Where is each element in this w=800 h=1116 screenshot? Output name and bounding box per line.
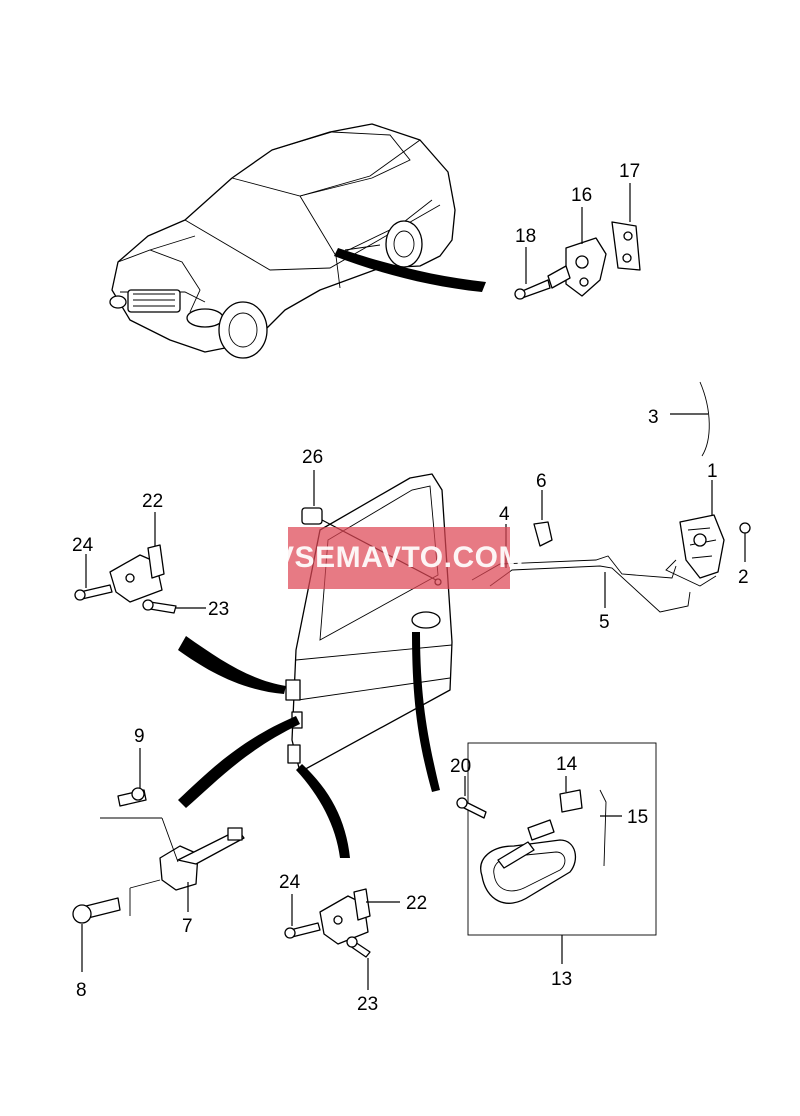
callout-22-lower: 22: [406, 893, 427, 914]
callout-17: 17: [619, 161, 640, 182]
part-2-bolt: [739, 522, 751, 534]
part-15-rod: [599, 789, 607, 867]
callout-4: 4: [499, 504, 510, 525]
callout-8: 8: [76, 980, 87, 1001]
outside-handle-group: [456, 789, 583, 904]
part-3-cable: [699, 381, 710, 457]
car-illustration: [109, 123, 456, 359]
handle-leader: [412, 632, 440, 792]
callout-5: 5: [599, 612, 610, 633]
callout-23-upper: 23: [208, 599, 229, 620]
callout-14: 14: [556, 754, 578, 775]
callout-20: 20: [450, 756, 471, 777]
callout-22-upper: 22: [142, 491, 163, 512]
part-16-17-18-group: [514, 221, 641, 300]
callout-16: 16: [571, 185, 592, 206]
callout-18: 18: [515, 226, 536, 247]
callout-1: 1: [707, 461, 718, 482]
callout-23-lower: 23: [357, 994, 378, 1015]
callout-6: 6: [536, 471, 547, 492]
car-to-hinge-arrow: [334, 248, 486, 292]
callout-15: 15: [627, 807, 648, 828]
callout-24-upper: 24: [72, 535, 94, 556]
callout-9: 9: [134, 726, 145, 747]
part-26-bumper: [301, 507, 323, 525]
watermark: VSEMAVTO.COM: [274, 527, 523, 589]
part-1-door-lock: [665, 514, 725, 587]
upper-hinge-group: [74, 544, 177, 614]
callout-13: 13: [551, 969, 572, 990]
callout-26: 26: [302, 447, 323, 468]
lower-hinge-leader: [296, 764, 350, 858]
callout-2: 2: [738, 567, 749, 588]
callout-7: 7: [182, 916, 193, 937]
watermark-text: VSEMAVTO.COM: [274, 541, 524, 574]
door-check-leader: [178, 716, 300, 808]
part-6-clip: [533, 521, 553, 547]
upper-hinge-leader: [178, 636, 286, 694]
door-check-group: [72, 787, 245, 924]
callout-24-lower: 24: [279, 872, 301, 893]
callout-3: 3: [648, 407, 659, 428]
lower-hinge-group: [284, 888, 371, 958]
